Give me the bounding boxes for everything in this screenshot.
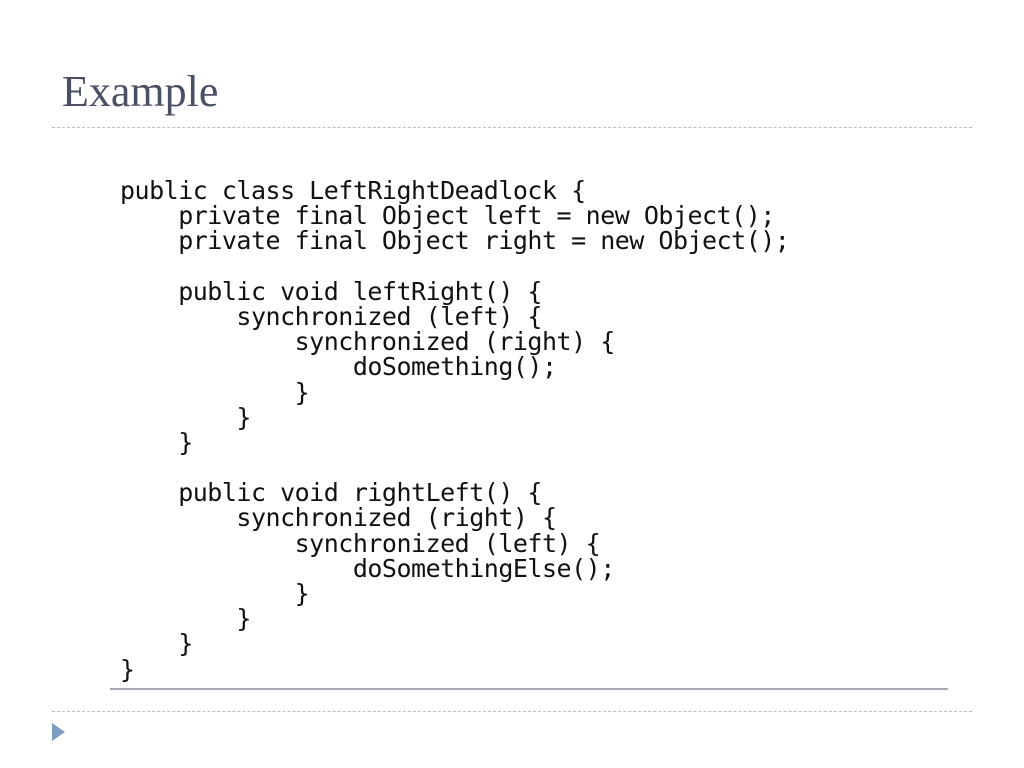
code-line: } — [120, 402, 251, 432]
code-line: } — [120, 427, 193, 457]
code-line: synchronized (left) { — [120, 528, 601, 558]
slide-title: Example — [62, 67, 219, 116]
code-line: } — [120, 377, 310, 407]
code-line: public void rightLeft() { — [120, 478, 542, 508]
code-line: } — [120, 579, 310, 608]
code-line: public class LeftRightDeadlock { — [120, 176, 586, 205]
code-line: private final Object left = new Object()… — [120, 201, 775, 231]
code-listing: public class LeftRightDeadlock { private… — [110, 178, 948, 682]
code-line: synchronized (right) { — [120, 327, 616, 357]
code-line: synchronized (left) { — [120, 301, 542, 331]
code-line: public void leftRight() { — [120, 276, 542, 306]
code-line — [120, 455, 948, 480]
triangle-right-icon[interactable] — [52, 723, 65, 741]
code-line: doSomething(); — [120, 352, 557, 382]
footer-divider — [52, 711, 972, 712]
code-line — [120, 254, 948, 279]
code-line: } — [120, 629, 193, 659]
code-line: synchronized (right) { — [120, 503, 557, 533]
code-line: doSomethingElse(); — [120, 553, 615, 583]
code-line: } — [120, 604, 251, 634]
code-line: private final Object right = new Object(… — [120, 226, 790, 256]
code-line: } — [120, 654, 135, 684]
code-block: public class LeftRightDeadlock { private… — [110, 178, 948, 690]
title-divider — [52, 127, 972, 128]
